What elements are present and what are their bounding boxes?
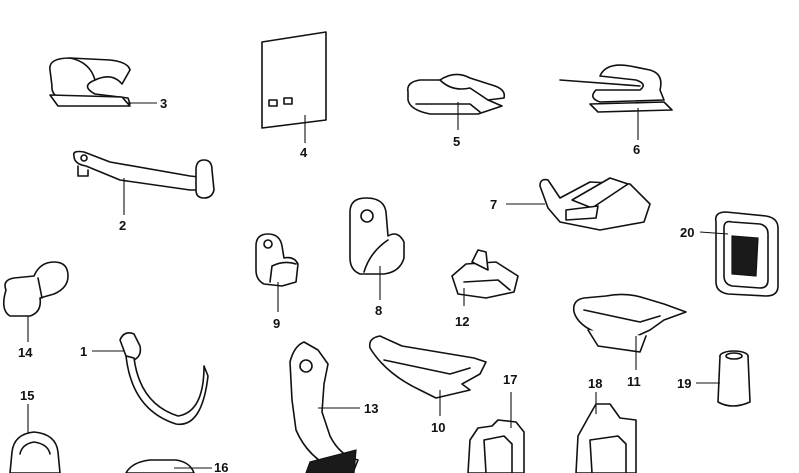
callout-4: 4 (300, 145, 308, 160)
part-3-clip (49, 57, 131, 107)
callout-14: 14 (18, 345, 33, 360)
callout-20: 20 (680, 225, 694, 240)
callout-8: 8 (375, 303, 382, 318)
callout-15: 15 (20, 388, 34, 403)
part-4-plate (261, 31, 327, 129)
callout-16: 16 (214, 460, 228, 473)
part-14-boot (2, 261, 69, 317)
part-7-clip (539, 177, 651, 231)
part-6-clip (559, 64, 673, 113)
callout-11: 11 (627, 374, 641, 389)
part-1-cable-tie (119, 332, 209, 425)
part-20-grommet (714, 211, 779, 297)
callout-6: 6 (633, 142, 640, 157)
callout-1: 1 (80, 344, 87, 359)
part-15-ring (9, 431, 61, 473)
callout-7: 7 (490, 197, 497, 212)
callout-18: 18 (588, 376, 602, 391)
part-2-rod (72, 150, 215, 199)
part-16-clip (125, 459, 195, 473)
part-17-clip (467, 419, 525, 473)
callout-13: 13 (364, 401, 378, 416)
part-11-clip (572, 293, 687, 353)
callout-2: 2 (119, 218, 126, 233)
callout-17: 17 (503, 372, 517, 387)
part-18-clip (575, 403, 637, 473)
part-19-sleeve (717, 350, 751, 407)
callout-9: 9 (273, 316, 280, 331)
part-12-clip (451, 249, 519, 299)
callout-10: 10 (431, 420, 445, 435)
part-8-hook (349, 197, 405, 275)
leader-20 (699, 231, 729, 235)
part-10-strap (368, 335, 487, 399)
part-5-clip (406, 73, 506, 115)
callout-3: 3 (160, 96, 167, 111)
callout-5: 5 (453, 134, 460, 149)
part-9-clip (255, 233, 299, 287)
part-13-strap (289, 341, 359, 473)
callout-19: 19 (677, 376, 691, 391)
callout-12: 12 (455, 314, 469, 329)
